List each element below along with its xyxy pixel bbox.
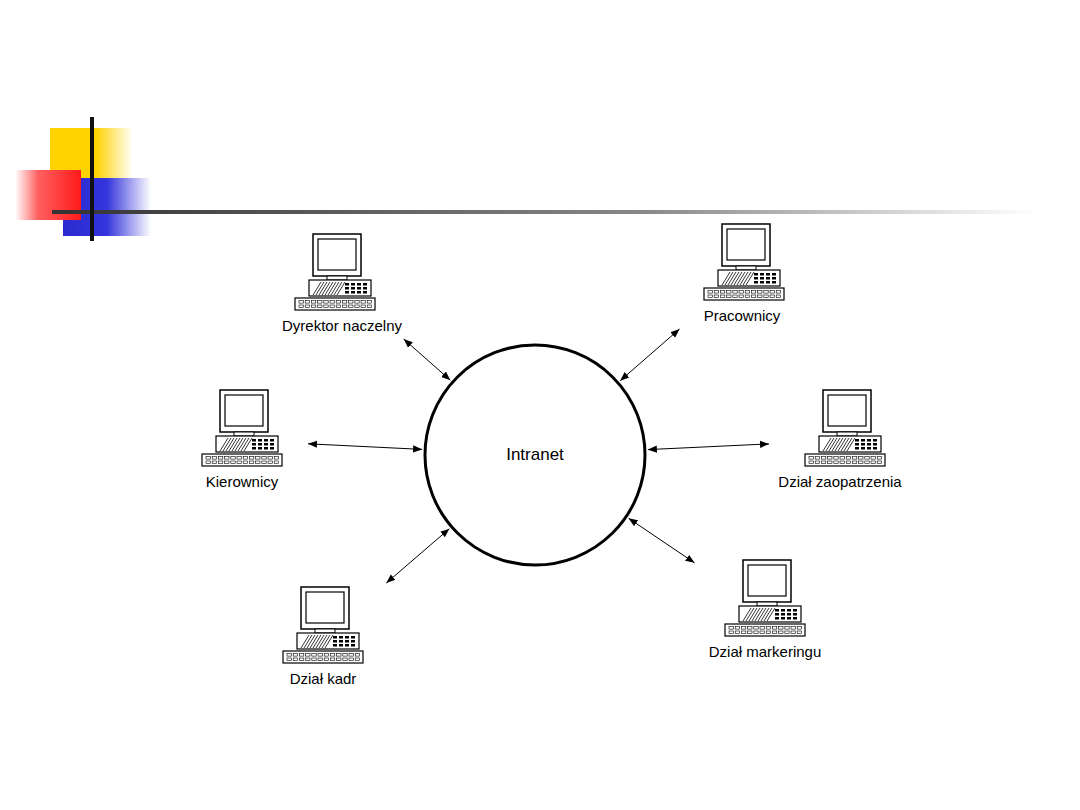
station-label: Pracownicy	[679, 302, 805, 327]
workstation: Pracownicy	[679, 222, 805, 327]
station-label: Dział kadr	[260, 665, 386, 690]
computer-icon	[293, 232, 377, 312]
station-label: Dyrektor naczelny	[279, 312, 405, 337]
computer-icon	[702, 222, 786, 302]
network-circle: Intranet	[423, 343, 647, 567]
double-arrow	[648, 444, 769, 450]
station-label: Dział markeringu	[697, 638, 833, 663]
computer-icon	[803, 388, 887, 468]
double-arrow	[620, 329, 679, 381]
workstation: Kierownicy	[179, 388, 305, 493]
double-arrow	[386, 529, 449, 583]
workstation: Dział zaopatrzenia	[772, 388, 908, 493]
station-label: Dział zaopatrzenia	[772, 468, 908, 493]
vertical-rule	[90, 117, 94, 241]
title-rule	[52, 210, 1037, 214]
double-arrow	[404, 339, 451, 380]
computer-icon	[200, 388, 284, 468]
workstation: Dział kadr	[260, 585, 386, 690]
double-arrow	[308, 444, 422, 450]
network-label: Intranet	[506, 445, 564, 465]
workstation: Dyrektor naczelny	[279, 232, 405, 337]
computer-icon	[723, 558, 807, 638]
workstation: Dział markeringu	[697, 558, 833, 663]
station-label: Kierownicy	[179, 468, 305, 493]
computer-icon	[281, 585, 365, 665]
double-arrow	[629, 518, 695, 563]
